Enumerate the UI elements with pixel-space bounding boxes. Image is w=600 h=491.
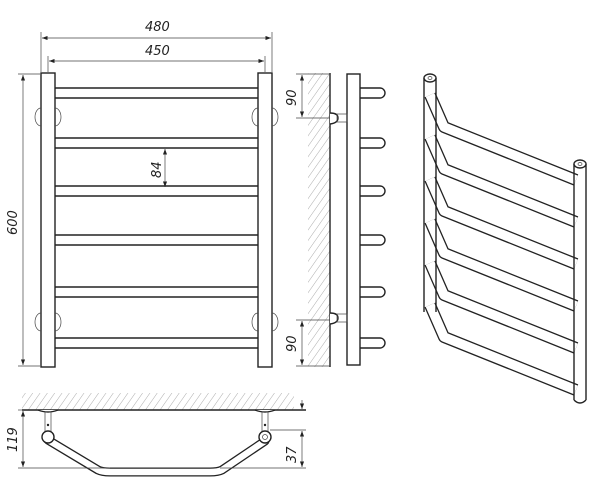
dim-bar-spacing-label: 84	[150, 161, 165, 178]
bottom-standoff	[336, 313, 348, 323]
dim-bottom-mount-label: 90	[285, 335, 300, 352]
towel-bar	[50, 286, 264, 298]
bottom-mount-brackets	[34, 312, 279, 332]
wall-anchors	[329, 112, 339, 325]
dim-mount-depth-label: 37	[285, 446, 300, 463]
perspective-right-post	[573, 164, 587, 404]
perspective-left-post	[423, 78, 437, 312]
bar-stub	[360, 337, 386, 349]
top-right-bracket	[261, 411, 269, 433]
bar-stub	[360, 137, 386, 149]
left-valve	[41, 430, 55, 444]
top-left-bracket	[44, 411, 52, 433]
bar-stub	[360, 87, 386, 99]
towel-bar	[50, 234, 264, 246]
towel-bar	[50, 185, 264, 197]
towel-bar	[50, 87, 264, 99]
side-panel	[346, 73, 361, 366]
towel-bar	[50, 137, 264, 149]
right-valve	[258, 430, 272, 444]
right-post	[257, 72, 273, 368]
top-view: 119 37	[6, 393, 306, 477]
dim-inner-width-label: 450	[145, 44, 170, 59]
dim-depth-label: 119	[6, 427, 21, 452]
bar-stub	[360, 234, 386, 246]
perspective-view	[423, 73, 587, 404]
left-post	[40, 72, 56, 368]
top-mount-brackets	[34, 107, 279, 127]
front-view: 480 450 600 84	[6, 20, 279, 368]
side-view: 90 90	[285, 73, 386, 367]
bar-stub	[360, 185, 386, 197]
dim-overall-width-label: 480	[145, 20, 170, 35]
towel-bar	[50, 337, 264, 349]
bar-stub	[360, 286, 386, 298]
dim-height-label: 600	[6, 210, 21, 235]
top-wall-hatch	[22, 393, 294, 410]
wall-hatch	[308, 73, 330, 367]
top-standoff	[336, 113, 348, 123]
dim-top-mount-label: 90	[285, 89, 300, 106]
